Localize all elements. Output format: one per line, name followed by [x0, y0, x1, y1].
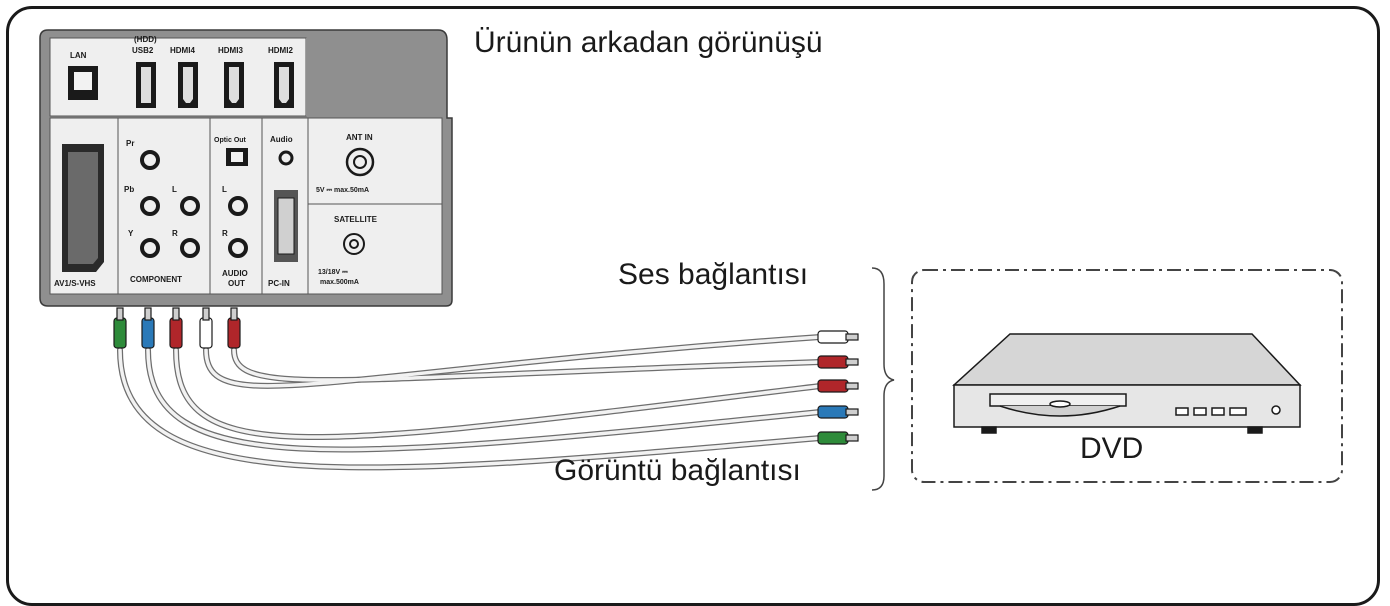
- dvd-label: DVD: [1080, 432, 1144, 465]
- comp-r-label: R: [172, 229, 178, 238]
- satellite-label: SATELLITE: [334, 215, 378, 224]
- hdmi4-port: [178, 62, 198, 108]
- scart-port: [62, 144, 104, 272]
- red-plug-left-video: [169, 307, 183, 349]
- white-plug-left: [199, 307, 213, 349]
- audio-r-label: R: [222, 229, 228, 238]
- pcin-label: PC-IN: [268, 279, 290, 288]
- vga-port: [274, 190, 298, 262]
- red-plug-right-audio: [817, 355, 859, 369]
- panel-side-plugs: [113, 307, 241, 349]
- red-plug-left-audio: [227, 307, 241, 349]
- audio-out-label-1: AUDIO: [222, 269, 248, 278]
- hdmi4-label: HDMI4: [170, 46, 195, 55]
- ant-spec-label: 5V ⎓ max.50mA: [316, 187, 369, 194]
- lan-port: [68, 66, 98, 100]
- dvd-player: [952, 333, 1302, 434]
- hdmi3-label: HDMI3: [218, 46, 243, 55]
- blue-plug-left: [141, 307, 155, 349]
- lan-label: LAN: [70, 51, 87, 60]
- optical-port: [226, 148, 248, 166]
- pr-label: Pr: [126, 139, 134, 148]
- audio-in-jack: [278, 150, 294, 166]
- hdmi2-port: [274, 62, 294, 108]
- ant-in-label: ANT IN: [346, 133, 373, 142]
- pb-label: Pb: [124, 185, 134, 194]
- rca-cables: [117, 334, 823, 471]
- green-plug-right: [817, 431, 859, 445]
- audio-in-label: Audio: [270, 135, 293, 144]
- green-plug-left: [113, 307, 127, 349]
- hdd-label: (HDD): [134, 35, 157, 44]
- scart-label: AV1/S-VHS: [54, 279, 96, 288]
- red-plug-right-video: [817, 379, 859, 393]
- connection-diagram: LAN (HDD) USB2 HDMI4 HDMI3 HDMI2: [39, 29, 1343, 491]
- video-connection-label: Görüntü bağlantısı: [554, 454, 801, 487]
- component-label: COMPONENT: [130, 275, 182, 284]
- hdmi3-port: [224, 62, 244, 108]
- audio-l-label: L: [222, 185, 227, 194]
- page-title: Ürünün arkadan görünüşü: [474, 26, 823, 59]
- dvd-side-plugs: [817, 330, 859, 445]
- dvd-box: [911, 269, 1343, 483]
- audio-out-label-2: OUT: [228, 279, 245, 288]
- component-jacks: [140, 150, 200, 258]
- tv-rear-panel: LAN (HDD) USB2 HDMI4 HDMI3 HDMI2: [39, 29, 453, 307]
- optic-label: Optic Out: [214, 137, 247, 144]
- group-brace: [871, 267, 895, 491]
- hdmi2-label: HDMI2: [268, 46, 293, 55]
- y-label: Y: [128, 229, 134, 238]
- usb-label: USB2: [132, 46, 154, 55]
- blue-plug-right: [817, 405, 859, 419]
- audio-connection-label: Ses bağlantısı: [618, 258, 809, 291]
- sat-spec-label-2: max.500mA: [320, 279, 359, 286]
- usb-port: [136, 62, 156, 108]
- satellite-jack: [343, 233, 365, 255]
- antenna-jack: [345, 147, 375, 177]
- audio-out-jacks: [228, 196, 248, 258]
- sat-spec-label-1: 13/18V ⎓: [318, 269, 348, 276]
- white-plug-right: [817, 330, 859, 344]
- comp-l-label: L: [172, 185, 177, 194]
